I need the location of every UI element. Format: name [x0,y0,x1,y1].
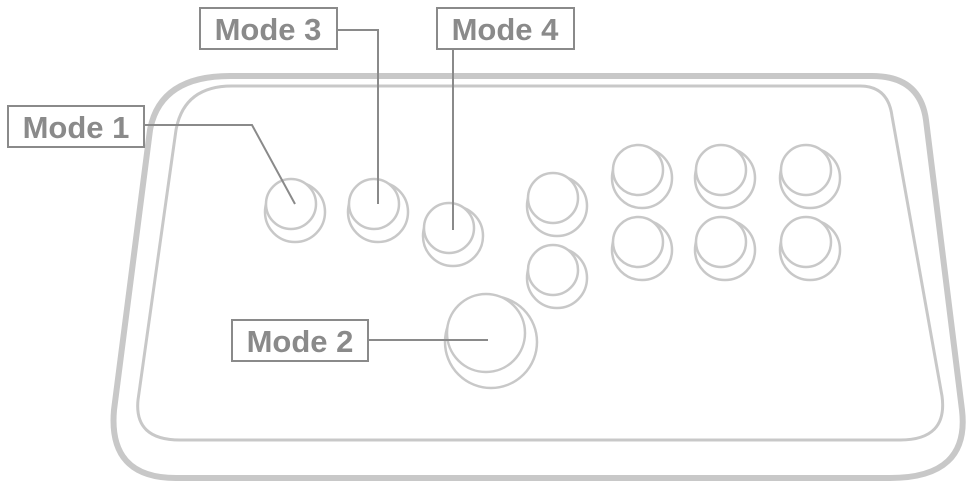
controller-inner-outline [136,84,945,442]
button-mode2-large[interactable] [443,292,539,390]
button-top-row-1[interactable] [525,171,589,238]
controller-outer-outline [110,73,966,481]
leader-line-mode3 [337,29,379,204]
button-top-row-2[interactable] [610,143,674,210]
label-box-mode3 [199,7,338,50]
controller-body [110,73,966,481]
label-box-mode1 [7,105,145,148]
label-mode2: Mode 2 [231,319,369,362]
button-mode1[interactable] [263,177,327,244]
button-bottom-row-2[interactable] [610,215,674,282]
label-text-mode1: Mode 1 [23,110,130,145]
button-top-row-4[interactable] [778,143,842,210]
label-text-mode3: Mode 3 [215,12,322,47]
button-bottom-row-3[interactable] [693,215,757,282]
label-box-mode4 [436,7,575,50]
label-mode1: Mode 1 [7,105,145,148]
leader-line-mode1 [144,124,296,205]
buttons [263,143,842,390]
button-mode3[interactable] [346,177,410,244]
button-top-row-3[interactable] [693,143,757,210]
label-mode3: Mode 3 [199,7,338,50]
label-mode4: Mode 4 [436,7,575,50]
controller-top-panel [136,84,945,442]
label-text-mode2: Mode 2 [247,324,354,359]
leader-lines [144,29,488,341]
label-box-mode2 [231,319,369,362]
label-text-mode4: Mode 4 [452,12,560,47]
button-bottom-row-4[interactable] [778,215,842,282]
button-bottom-row-1[interactable] [525,243,589,310]
